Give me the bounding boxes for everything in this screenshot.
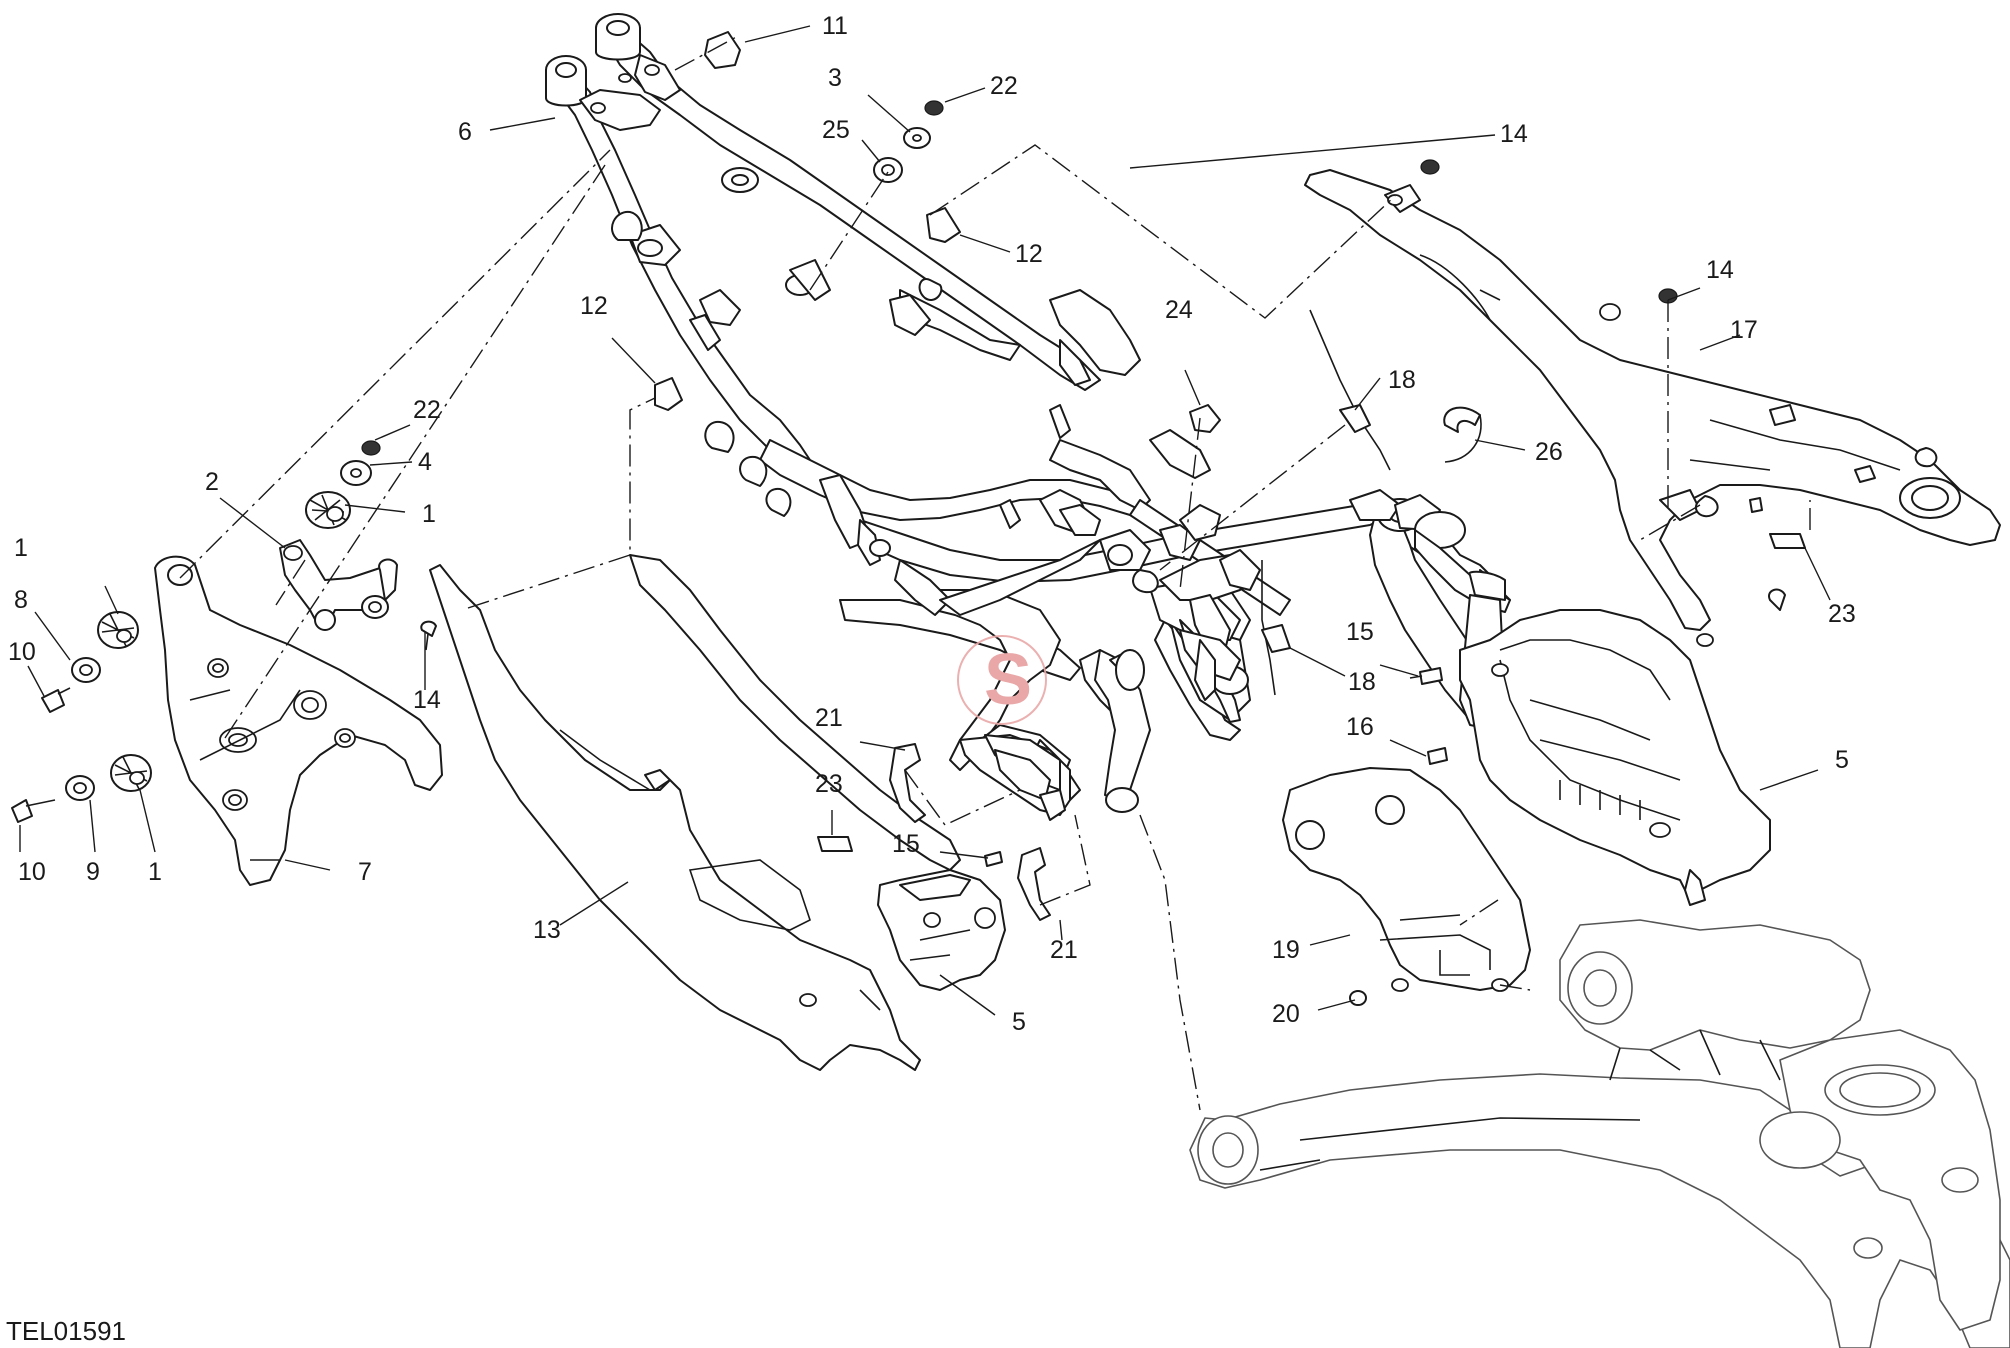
callout-13: 13 [533,916,561,944]
side-cover-13 [429,564,921,1071]
callout-6: 6 [458,118,472,146]
cover-19 [1282,767,1531,992]
drawing-code: TEL01591 [6,1316,126,1346]
nut-24 [1189,404,1221,433]
callout-22-left: 22 [413,396,441,424]
callout-2: 2 [205,468,219,496]
callout-1-bottom: 1 [148,858,162,886]
leader-lines [19,25,1831,1016]
callout-1-left: 1 [14,534,28,562]
callout-18-top: 18 [1388,366,1416,394]
callout-26: 26 [1535,438,1563,466]
left-bracket-7 [154,555,443,886]
callout-22-top: 22 [990,72,1018,100]
screw-15-right [1419,667,1443,685]
callout-23-right: 23 [1828,600,1856,628]
callout-17: 17 [1730,316,1758,344]
clip-12-top [926,207,961,243]
nut-20 [1349,990,1367,1006]
damper-1-bottom [110,754,152,792]
callout-14-top: 14 [1500,120,1528,148]
callout-8: 8 [14,586,28,614]
callout-16: 16 [1346,713,1374,741]
callout-21-top: 21 [815,704,843,732]
callout-20: 20 [1272,1000,1300,1028]
damper-1-top [305,491,351,529]
nut-22-left [361,440,381,456]
pad-23-right [1769,533,1806,549]
bolt-21-top [889,743,926,823]
small-parts [11,31,1806,1006]
callout-4: 5 [1012,1008,1026,1036]
callout-1-top: 1 [422,500,436,528]
assembly-lines [179,34,1811,1111]
watermark-letter: S [984,640,1032,720]
nut-22-top [924,100,944,116]
callout-3-left: 4 [418,448,432,476]
callout-14-left: 14 [413,686,441,714]
callout-18-bottom: 18 [1348,668,1376,696]
callout-7: 7 [358,858,372,886]
callout-12-left: 12 [580,292,608,320]
callout-25: 25 [822,116,850,144]
callout-5-label: 5 [1835,746,1849,774]
cable-tie-18-top [1309,309,1391,471]
callout-14-right: 14 [1706,256,1734,284]
screw-14-top [1420,159,1440,175]
callout-23-left: 23 [815,770,843,798]
callout-15-right: 15 [1346,618,1374,646]
clamp-26 [1443,406,1481,433]
screw-10-bottom [11,799,33,823]
cage-nut-11 [704,31,741,69]
callout-21-bottom: 21 [1050,936,1078,964]
screw-16 [1427,747,1448,765]
bolt-21-bottom [1017,847,1051,921]
callout-9: 9 [86,858,100,886]
bracket-2 [279,539,398,631]
screw-10-left [41,689,65,713]
callout-11: 11 [822,12,848,40]
callout-24: 24 [1165,296,1193,324]
callout-19: 19 [1272,936,1300,964]
callout-10-left: 10 [8,638,36,666]
screw-14-left [420,620,437,637]
callout-labels: 11 3 22 25 6 12 12 14 14 17 24 18 26 22 … [8,12,1856,1036]
side-cover-17 [1304,169,2001,631]
callout-12-top: 12 [1015,240,1043,268]
rear-subframe-6 [545,13,1511,871]
main-frame-ghost [1189,919,2010,1348]
screw-15-center [984,851,1003,867]
callout-3-top: 3 [828,64,842,92]
bracket-4 [877,869,1006,991]
callout-10-bottom: 10 [18,858,46,886]
clip-12-left [654,377,683,411]
damper-1-left [97,611,139,649]
callout-15-center: 15 [892,830,920,858]
pad-23-left [817,836,853,852]
tray-5 [1459,609,1771,906]
watermark-logo: S [957,635,1047,725]
